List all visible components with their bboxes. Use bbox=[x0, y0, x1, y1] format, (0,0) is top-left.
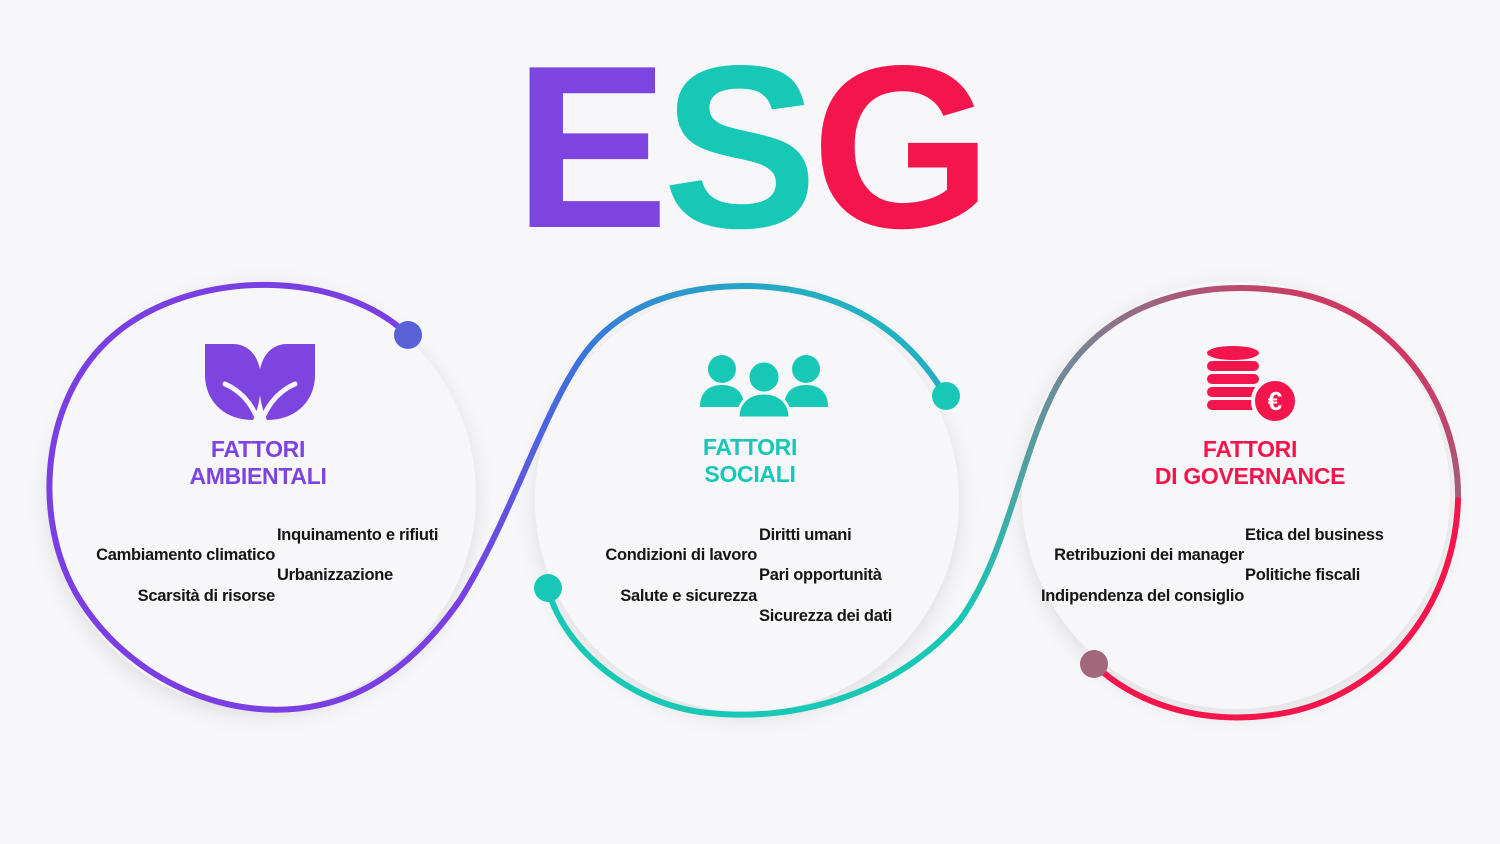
social-start-dot bbox=[534, 574, 562, 602]
governance-start-dot bbox=[1080, 650, 1108, 678]
esg-title: ESG bbox=[0, 32, 1500, 264]
people-icon bbox=[700, 355, 828, 419]
title-letter-g: G bbox=[811, 18, 992, 277]
social-title: FATTORI SOCIALI bbox=[650, 434, 850, 488]
env-item-pollution: Inquinamento e rifiuti bbox=[277, 526, 439, 544]
link-social-governance bbox=[957, 285, 1462, 623]
environment-title-line1: FATTORI bbox=[210, 436, 306, 462]
title-letter-s: S bbox=[662, 18, 818, 277]
coins-euro-icon: € bbox=[1207, 346, 1299, 421]
gov-item-pay: Retribuzioni dei manager bbox=[1054, 546, 1244, 564]
governance-title-line2: DI GOVERNANCE bbox=[1154, 463, 1346, 489]
gov-item-board: Indipendenza del consiglio bbox=[1040, 587, 1244, 605]
environment-arc bbox=[46, 281, 463, 713]
gov-item-ethics: Etica del business bbox=[1245, 526, 1384, 544]
soc-item-data: Sicurezza dei dati bbox=[759, 607, 893, 625]
governance-title: FATTORI DI GOVERNANCE bbox=[1120, 436, 1380, 490]
governance-disc bbox=[1022, 281, 1450, 709]
environment-end-dot bbox=[394, 321, 422, 349]
environment-disc bbox=[48, 281, 476, 709]
social-arc bbox=[545, 585, 963, 718]
soc-item-equal: Pari opportunità bbox=[759, 566, 882, 584]
euro-symbol: € bbox=[1268, 386, 1282, 416]
social-title-line1: FATTORI bbox=[702, 434, 798, 460]
environment-title-line2: AMBIENTALI bbox=[189, 463, 327, 489]
governance-title-line1: FATTORI bbox=[1202, 436, 1298, 462]
gov-item-tax: Politiche fiscali bbox=[1245, 566, 1361, 584]
soc-item-rights: Diritti umani bbox=[759, 526, 852, 544]
title-letter-e: E bbox=[514, 18, 669, 277]
soc-item-health: Salute e sicurezza bbox=[620, 587, 757, 605]
env-item-resources: Scarsità di risorse bbox=[137, 587, 276, 605]
social-disc bbox=[535, 288, 959, 712]
social-title-line2: SOCIALI bbox=[704, 461, 796, 487]
env-item-climate: Cambiamento climatico bbox=[96, 546, 275, 564]
link-environment-social bbox=[457, 282, 948, 603]
environment-title: FATTORI AMBIENTALI bbox=[150, 436, 366, 490]
soc-item-work: Condizioni di lavoro bbox=[605, 546, 757, 564]
social-end-dot-top bbox=[932, 382, 960, 410]
governance-arc bbox=[1091, 497, 1461, 721]
leaf-icon bbox=[205, 344, 315, 422]
env-item-urbanization: Urbanizzazione bbox=[277, 566, 393, 584]
